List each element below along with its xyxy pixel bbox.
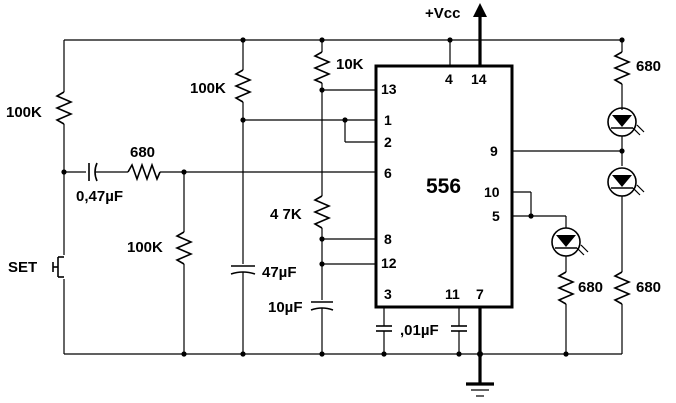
pin-6-label: 6 [384,165,392,181]
pin-14-label: 14 [471,71,487,87]
vcc-label: +Vcc [425,5,460,22]
resistor-680-top-right-label: 680 [636,58,661,75]
resistor-680-bottom-right-label: 680 [636,279,661,296]
pin-2-label: 2 [384,134,392,150]
pin-8-label: 8 [384,231,392,247]
resistor-680-mid-led-label: 680 [578,279,603,296]
resistor-100k-top-label: 100K [190,80,226,97]
pin-8-12-wiring [319,236,376,267]
capacitor-001uf-label: ,01µF [400,322,439,339]
pin-7-label: 7 [476,286,484,302]
ground-symbol [466,307,494,397]
capacitor-10uf: 10µF [268,299,334,357]
capacitor-047uf: 0,47µF [64,162,128,205]
resistor-100k-left: 100K [6,40,74,255]
ground-junction [477,351,483,357]
capacitor-10uf-label: 10µF [268,299,303,316]
ic-556: 556 13 1 2 6 8 12 3 4 14 11 7 9 10 5 [374,64,514,309]
pin-12-label: 12 [381,255,397,271]
pin-13-label: 13 [381,81,397,97]
set-switch-label: SET [8,259,37,276]
pin-13-wire [319,87,376,93]
pin-11-label: 11 [445,286,460,302]
resistor-4k7: 4 7K [270,195,332,300]
led-middle [607,167,645,272]
resistor-680-bottom-right: 680 [612,271,661,354]
set-switch: SET [8,256,65,354]
resistor-4k7-label: 4 7K [270,206,302,223]
resistor-100k-top: 100K [190,37,253,264]
resistor-10k-label: 10K [336,56,364,73]
pin-1-2-wiring [243,117,376,143]
pin-1-label: 1 [384,112,392,128]
led-top [607,107,645,166]
vcc-supply: +Vcc [425,3,487,66]
pin-9-wire [512,148,625,154]
resistor-100k-left-label: 100K [6,104,42,121]
pin-4-wire [447,37,453,66]
resistor-100k-mid-label: 100K [127,239,163,256]
ic-name: 556 [426,175,461,198]
pin-3-label: 3 [384,286,392,302]
capacitor-47uf-label: 47µF [262,264,297,281]
resistor-680-series: 680 [127,144,376,182]
resistor-680-series-label: 680 [130,144,155,161]
pin-9-label: 9 [490,143,498,159]
capacitor-001uf-pin11: ,01µF [400,307,467,357]
resistor-680-top-right: 680 [612,37,661,110]
resistor-680-mid-led: 680 [556,271,603,357]
capacitor-47uf: 47µF [230,264,297,357]
pin-4-label: 4 [445,71,453,87]
capacitor-047uf-label: 0,47µF [76,188,123,205]
resistor-10k: 10K [312,37,364,196]
capacitor-001uf-pin3 [376,307,392,357]
pin-5-label: 5 [492,208,500,224]
pin-10-5-wiring [512,191,567,228]
resistor-100k-mid: 100K [127,172,194,357]
pin-10-label: 10 [484,184,500,200]
led-pin5 [551,227,589,272]
